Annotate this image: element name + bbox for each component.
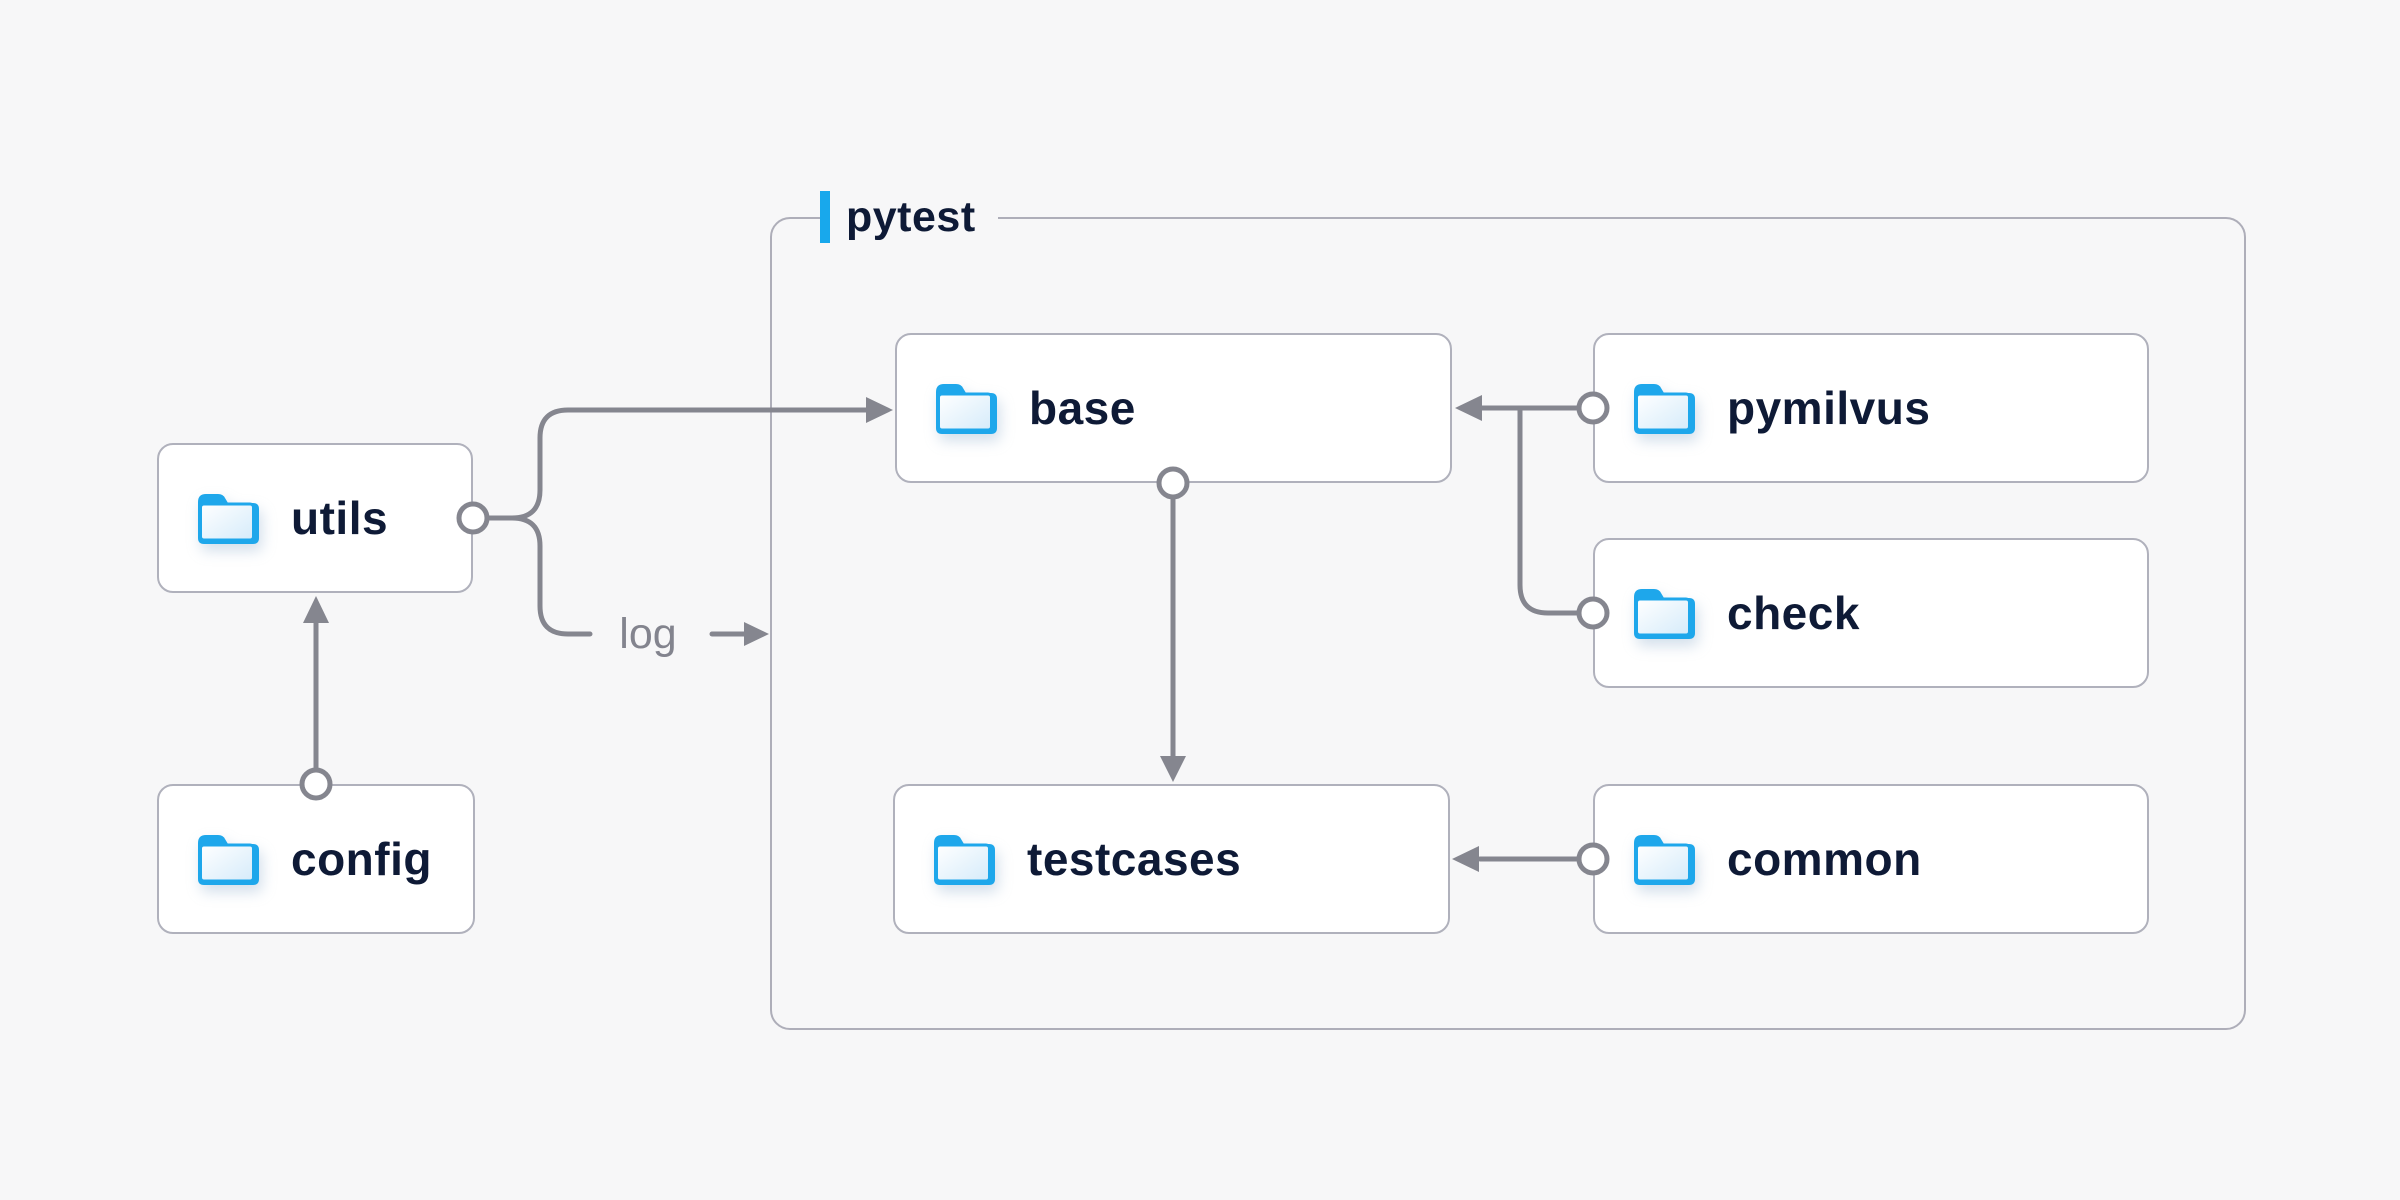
pytest-container [770, 217, 2246, 1030]
node-check: check [1593, 538, 2149, 688]
pytest-container-label: pytest [820, 191, 998, 243]
node-utils: utils [157, 443, 473, 593]
folder-icon [936, 384, 997, 434]
folder-icon [1634, 589, 1695, 639]
edge-config-utils [303, 596, 329, 772]
node-label: utils [291, 492, 389, 544]
node-label: testcases [1027, 833, 1242, 885]
accent-bar [820, 191, 830, 243]
edge-label-log: log [619, 610, 677, 658]
folder-icon [198, 835, 259, 885]
pytest-label-text: pytest [846, 193, 976, 241]
node-label: config [291, 833, 432, 885]
folder-icon [1634, 835, 1695, 885]
node-config: config [157, 784, 475, 934]
node-label: base [1029, 382, 1136, 434]
node-label: check [1727, 587, 1860, 639]
folder-icon [934, 835, 995, 885]
folder-icon [198, 494, 259, 544]
node-testcases: testcases [893, 784, 1450, 934]
node-pymilvus: pymilvus [1593, 333, 2149, 483]
node-base: base [895, 333, 1452, 483]
folder-icon [1634, 384, 1695, 434]
node-label: pymilvus [1727, 382, 1931, 434]
node-label: common [1727, 833, 1922, 885]
node-common: common [1593, 784, 2149, 934]
